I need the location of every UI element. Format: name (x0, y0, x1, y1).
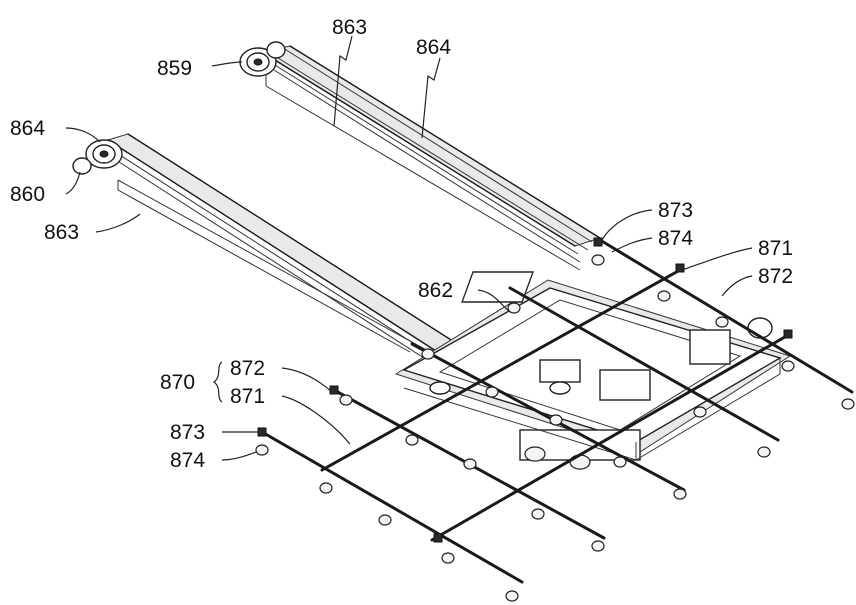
label-872-left: 872 (230, 357, 265, 380)
upper-guide-rail (260, 45, 602, 271)
leader-lines (65, 35, 753, 461)
carriage-frame-862 (394, 271, 792, 470)
label-873-left: 873 (170, 421, 205, 444)
beam-872-set (260, 238, 854, 584)
bar-871-set (320, 268, 792, 542)
label-863-top: 863 (332, 16, 367, 39)
suction-grid-870 (255, 237, 855, 602)
label-860: 860 (10, 183, 45, 206)
label-871-left: 871 (230, 385, 265, 408)
label-864-top: 864 (416, 36, 451, 59)
pulley-860 (72, 139, 123, 175)
label-872-right: 872 (758, 265, 793, 288)
label-874-right: 874 (658, 227, 693, 250)
label-859: 859 (157, 57, 192, 80)
label-871-right: 871 (758, 237, 793, 260)
pulley-859 (239, 41, 286, 77)
label-870: 870 (160, 371, 195, 394)
brackets-873 (257, 237, 793, 543)
label-864-left: 864 (10, 117, 45, 140)
label-863-left: 863 (44, 221, 79, 244)
label-862: 862 (418, 279, 453, 302)
suction-cups-874 (255, 254, 855, 602)
label-874-left: 874 (170, 449, 205, 472)
label-873-right: 873 (658, 199, 693, 222)
lower-guide-rail (106, 133, 472, 377)
